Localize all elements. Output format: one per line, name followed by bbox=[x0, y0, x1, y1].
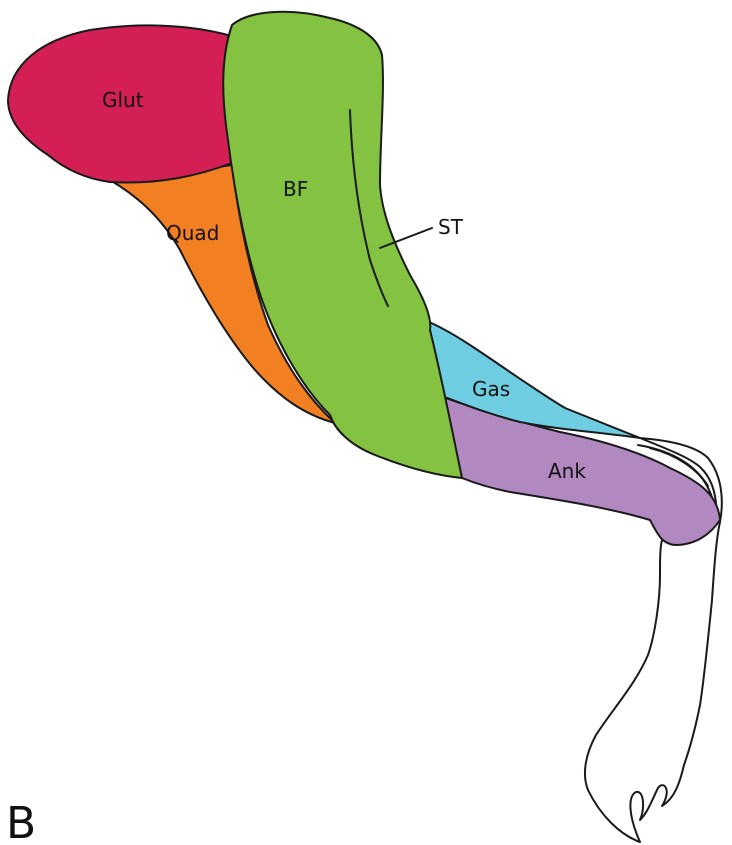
st-label: ST bbox=[438, 215, 464, 239]
quad-label: Quad bbox=[166, 221, 219, 245]
ank-label: Ank bbox=[548, 459, 586, 483]
gas-label: Gas bbox=[472, 377, 510, 401]
panel-label: B bbox=[6, 798, 36, 845]
bf-muscle bbox=[223, 12, 462, 478]
bf-label: BF bbox=[283, 177, 308, 201]
glut-label: Glut bbox=[102, 88, 144, 112]
